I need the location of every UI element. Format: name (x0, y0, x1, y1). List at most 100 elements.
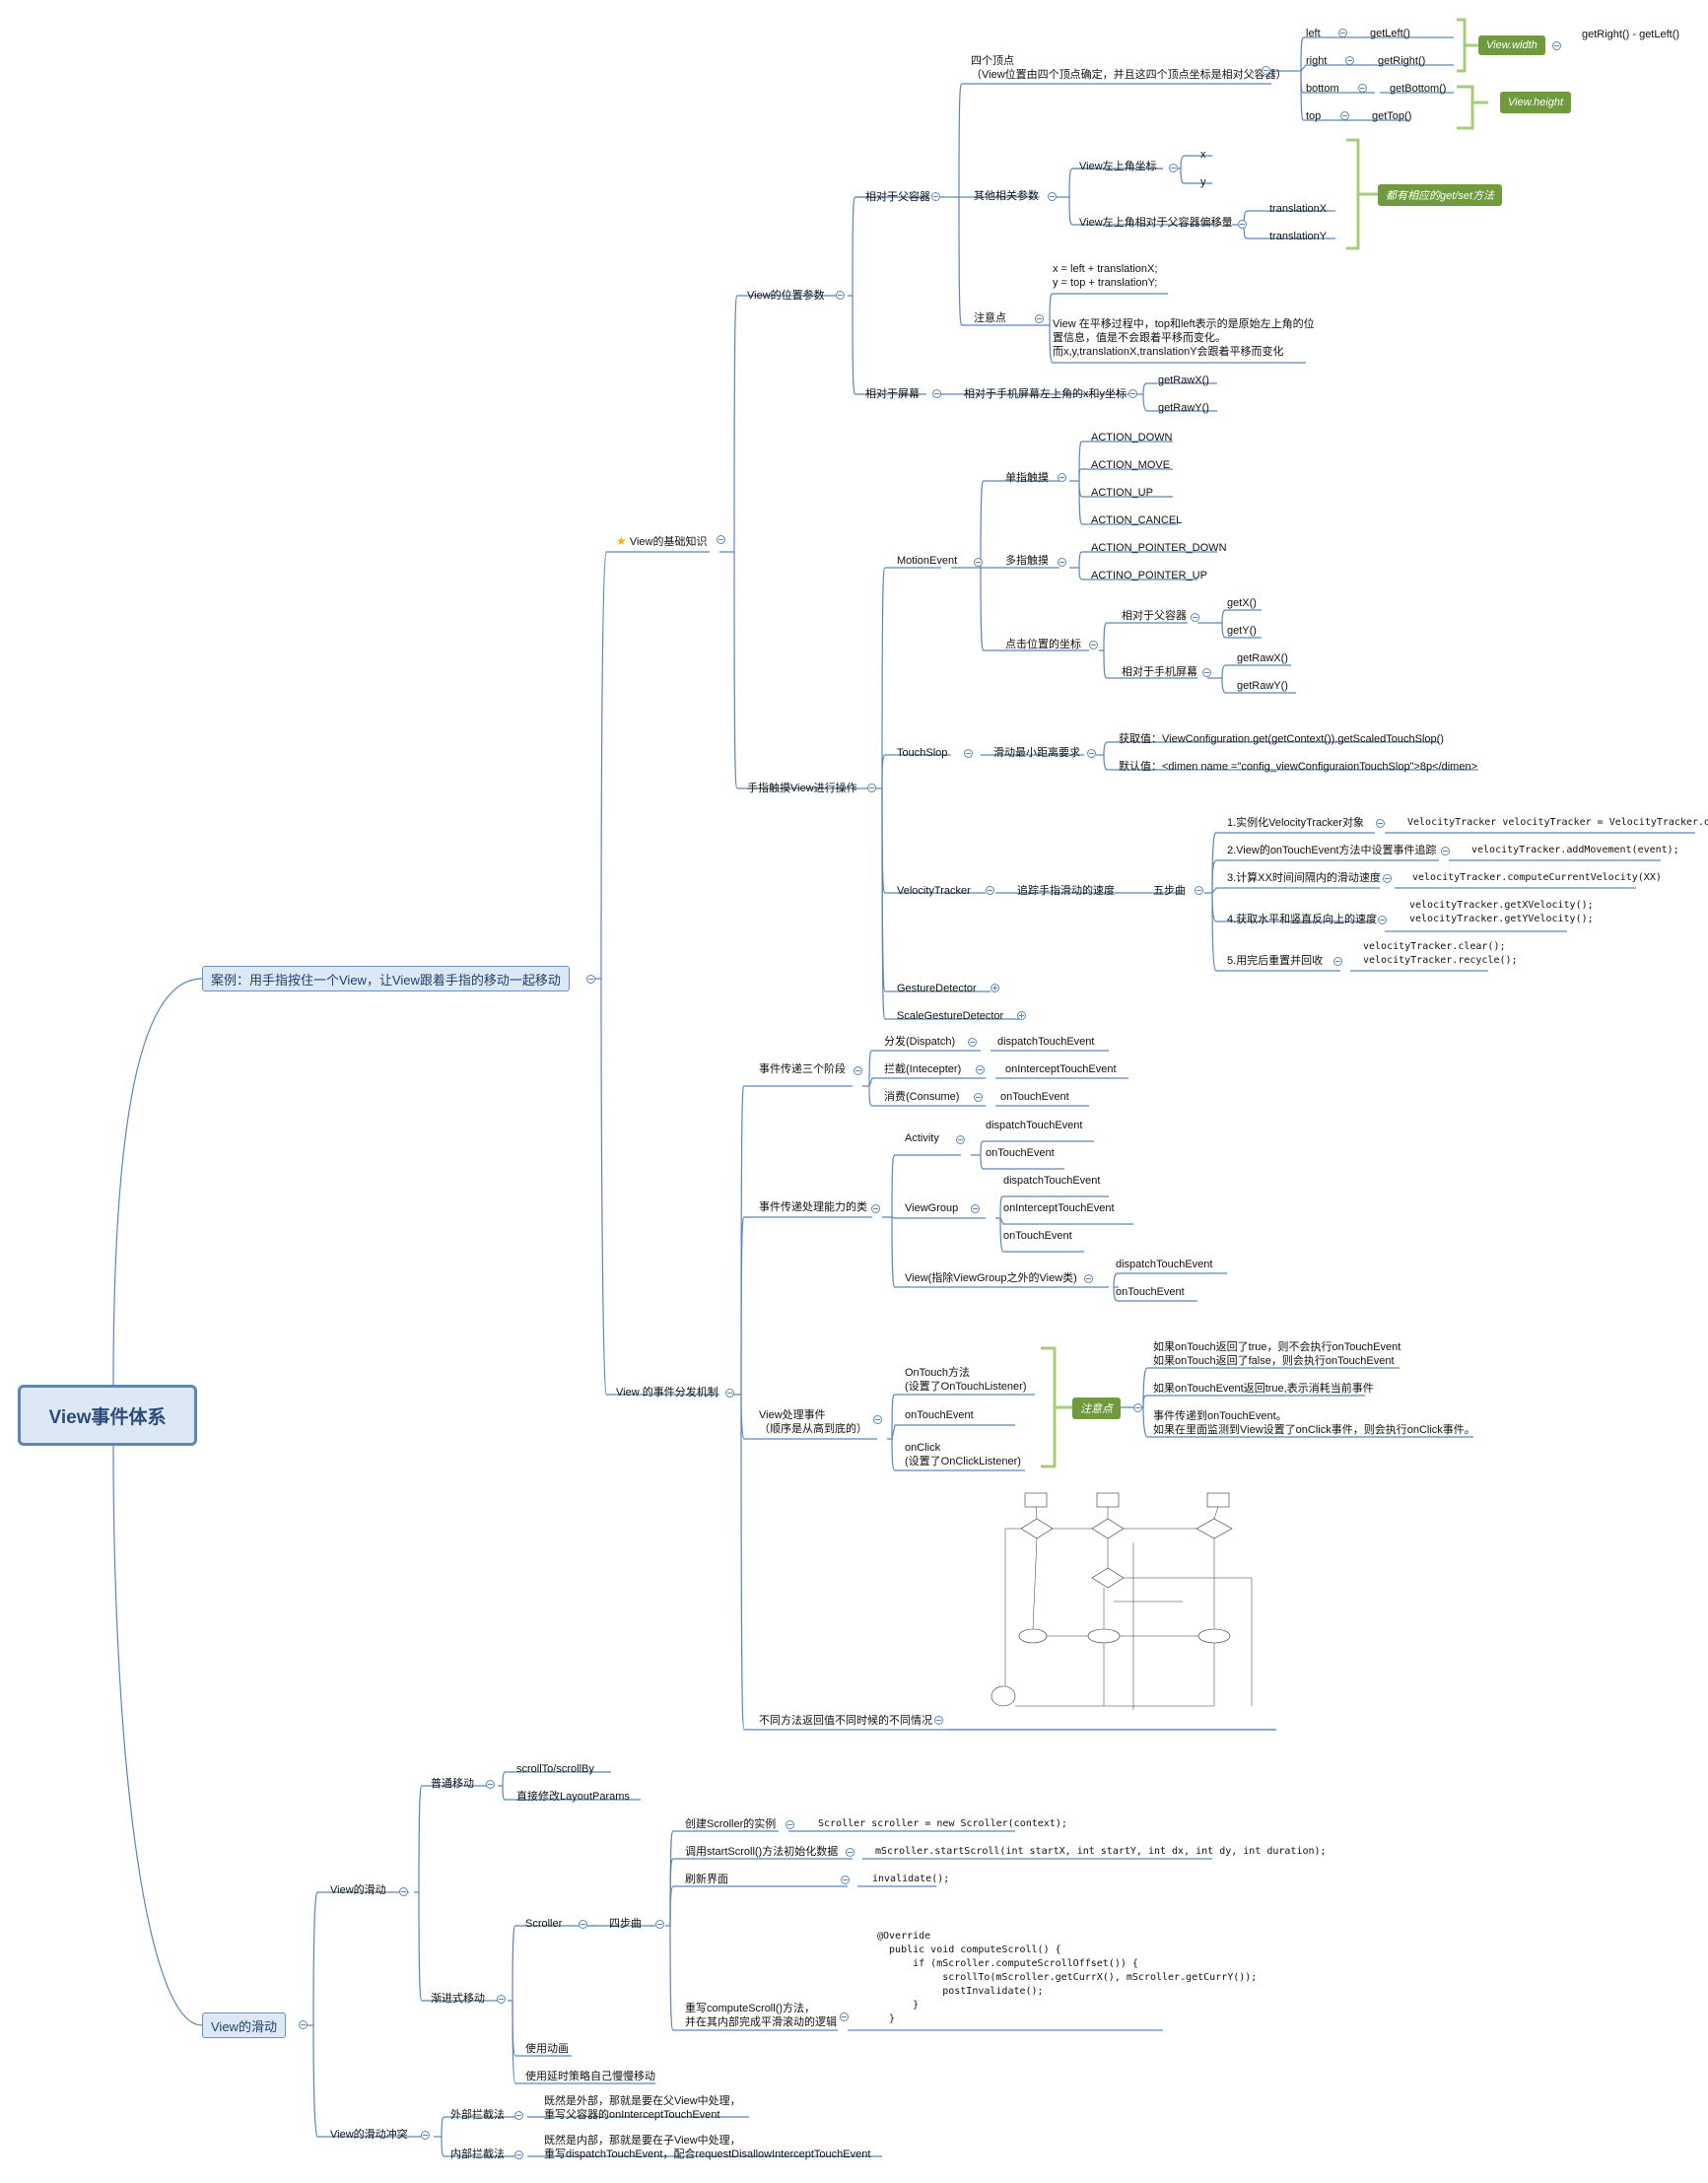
collapse-toggle[interactable] (1358, 84, 1367, 93)
screen-node[interactable]: 相对于屏幕 (865, 388, 920, 400)
collapse-toggle[interactable] (1035, 314, 1044, 323)
handle-note-3[interactable]: 事件传递到onTouchEvent。 如果在里面监测到View设置了onClic… (1153, 1410, 1475, 1436)
getter-left[interactable]: getLeft() (1370, 28, 1410, 39)
note-text[interactable]: View 在平移过程中，top和left表示的是原始左上角的位 置信息，值是不会… (1053, 318, 1315, 358)
four-steps-node[interactable]: 四步曲 (609, 1918, 642, 1930)
stage-intercept-method[interactable]: onInterceptTouchEvent (1005, 1063, 1117, 1075)
coords-getrawx[interactable]: getRawX() (1237, 652, 1288, 664)
collapse-toggle[interactable] (1191, 613, 1199, 622)
velocity-code-2[interactable]: velocityTracker.addMovement(event); (1471, 845, 1679, 855)
offset-node[interactable]: View左上角相对于父容器偏移量 (1079, 217, 1233, 229)
getter-top[interactable]: getTop() (1372, 110, 1412, 122)
stage-dispatch[interactable]: 分发(Dispatch) (884, 1036, 956, 1048)
coords-getx[interactable]: getX() (1227, 597, 1257, 609)
velocity-tracker-node[interactable]: VelocityTracker (897, 885, 971, 897)
coords-gety[interactable]: getY() (1227, 625, 1257, 637)
collapse-toggle[interactable] (1169, 164, 1178, 172)
corner-y[interactable]: y (1200, 176, 1206, 188)
collapse-toggle[interactable] (655, 1920, 664, 1929)
conflict-node[interactable]: View的滑动冲突 (330, 2129, 408, 2141)
collapse-toggle[interactable] (1262, 66, 1270, 75)
velocity-step-2[interactable]: 2.View的onTouchEvent方法中设置事件追踪 (1227, 845, 1437, 856)
vertex-bottom[interactable]: bottom (1306, 83, 1339, 95)
coords-node[interactable]: 点击位置的坐标 (1005, 639, 1081, 650)
scroller-step-4[interactable]: 重写computeScroll()方法， 并在其内部完成平滑滚动的逻辑 (685, 2003, 837, 2028)
collapse-toggle[interactable] (1552, 41, 1561, 50)
velocity-code-1[interactable]: VelocityTracker velocityTracker = Veloci… (1407, 817, 1708, 828)
stage-consume-method[interactable]: onTouchEvent (1000, 1091, 1069, 1103)
scroller-code-2[interactable]: mScroller.startScroll(int startX, int st… (875, 1846, 1327, 1857)
collapse-toggle[interactable] (1441, 847, 1450, 855)
collapse-toggle[interactable] (486, 1780, 495, 1789)
collapse-toggle[interactable] (497, 1995, 506, 2004)
collapse-toggle[interactable] (1338, 29, 1347, 37)
screen-getrawx[interactable]: getRawX() (1158, 375, 1209, 386)
stage-dispatch-method[interactable]: dispatchTouchEvent (997, 1036, 1095, 1048)
classes-node[interactable]: 事件传递处理能力的类 (759, 1201, 867, 1213)
collapse-toggle[interactable] (1238, 220, 1247, 229)
collapse-toggle[interactable] (854, 1066, 862, 1075)
screen-desc[interactable]: 相对于手机屏幕左上角的x和y坐标 (964, 388, 1127, 400)
getter-right[interactable]: getRight() (1378, 55, 1426, 67)
action-cancel[interactable]: ACTION_CANCEL (1091, 514, 1183, 526)
returns-node[interactable]: 不同方法返回值不同时候的不同情况 (759, 1715, 932, 1727)
vertex-top[interactable]: top (1306, 110, 1322, 122)
vertex-left[interactable]: left (1306, 28, 1321, 39)
collapse-toggle[interactable] (932, 389, 941, 398)
outer-intercept-desc[interactable]: 既然是外部，那就是要在父View中处理， 重写父容器的onInterceptTo… (544, 2095, 741, 2121)
collapse-toggle[interactable] (931, 192, 940, 201)
velocity-code-5[interactable]: velocityTracker.clear(); velocityTracker… (1363, 941, 1518, 966)
handle-onclick[interactable]: onClick (设置了OnClickListener) (905, 1442, 1021, 1467)
translation-x[interactable]: translationX (1269, 203, 1328, 215)
collapse-toggle[interactable] (421, 2131, 430, 2140)
note-node[interactable]: 注意点 (974, 312, 1006, 324)
collapse-toggle[interactable] (986, 886, 994, 895)
collapse-toggle[interactable] (1376, 819, 1385, 828)
scroller-step-2[interactable]: 调用startScroll()方法初始化数据 (685, 1846, 839, 1858)
slop-default[interactable]: 默认值：<dimen name ="config_viewConfiguraio… (1119, 761, 1477, 773)
touch-node[interactable]: 手指触摸View进行操作 (747, 783, 857, 794)
collapse-toggle[interactable] (717, 535, 725, 544)
collapse-toggle[interactable] (974, 558, 983, 567)
collapse-toggle[interactable] (841, 1876, 850, 1884)
collapse-toggle[interactable] (956, 1135, 965, 1144)
scroller-code-3[interactable]: invalidate(); (872, 1874, 950, 1884)
scroller-step-3[interactable]: 刷新界面 (685, 1874, 728, 1885)
action-pointer-down[interactable]: ACTION_POINTER_DOWN (1091, 542, 1227, 554)
velocity-step-1[interactable]: 1.实例化VelocityTracker对象 (1227, 817, 1364, 829)
handle-note-2[interactable]: 如果onTouchEvent返回true,表示消耗当前事件 (1153, 1383, 1374, 1395)
collapse-toggle[interactable] (586, 975, 595, 984)
parent-node[interactable]: 相对于父容器 (865, 191, 930, 203)
action-move[interactable]: ACTION_MOVE (1091, 459, 1171, 471)
velocity-desc[interactable]: 追踪手指滑动的速度 (1017, 885, 1115, 897)
coords-getrawy[interactable]: getRawY() (1237, 680, 1288, 692)
coords-parent[interactable]: 相对于父容器 (1122, 610, 1187, 622)
four-vertices-node[interactable]: 四个顶点 （View位置由四个顶点确定，并且这四个顶点坐标是相对父容器） (971, 55, 1287, 81)
collapse-toggle[interactable] (1340, 111, 1349, 120)
collapse-toggle[interactable] (1084, 1274, 1093, 1283)
action-pointer-up[interactable]: ACTINO_POINTER_UP (1091, 570, 1207, 581)
corner-x[interactable]: x (1200, 149, 1206, 161)
gesture-detector-node[interactable]: GestureDetector (897, 983, 977, 994)
viewgroup-method-2[interactable]: onInterceptTouchEvent (1003, 1202, 1115, 1214)
scroller-code-4[interactable]: @Override public void computeScroll() { … (877, 1931, 1258, 2024)
other-params-node[interactable]: 其他相关参数 (974, 190, 1039, 202)
collapse-toggle[interactable] (974, 1093, 983, 1102)
slide-node[interactable]: View的滑动 (330, 1884, 386, 1896)
collapse-toggle[interactable] (1195, 886, 1203, 895)
normal-item-1[interactable]: scrollTo/scrollBy (516, 1763, 594, 1775)
collapse-toggle[interactable] (1345, 56, 1354, 65)
note-formula[interactable]: x = left + translationX; y = top + trans… (1053, 263, 1158, 289)
velocity-code-4[interactable]: velocityTracker.getXVelocity(); velocity… (1409, 900, 1594, 924)
velocity-step-4[interactable]: 4.获取水平和竖直反向上的速度 (1227, 914, 1378, 925)
dispatch-node[interactable]: View 的事件分发机制 (616, 1387, 718, 1398)
handle-ontouchevent[interactable]: onTouchEvent (905, 1409, 974, 1421)
collapse-toggle[interactable] (786, 1820, 794, 1829)
collapse-toggle[interactable] (1087, 749, 1096, 758)
collapse-toggle[interactable] (579, 1920, 587, 1929)
collapse-toggle[interactable] (976, 1065, 985, 1074)
basics-node[interactable]: ★ View的基础知识 (616, 534, 707, 549)
velocity-code-3[interactable]: velocityTracker.computeCurrentVelocity(X… (1412, 872, 1662, 883)
touch-slop-node[interactable]: TouchSlop (897, 747, 948, 759)
scale-gesture-node[interactable]: ScaleGestureDetector (897, 1010, 1004, 1022)
